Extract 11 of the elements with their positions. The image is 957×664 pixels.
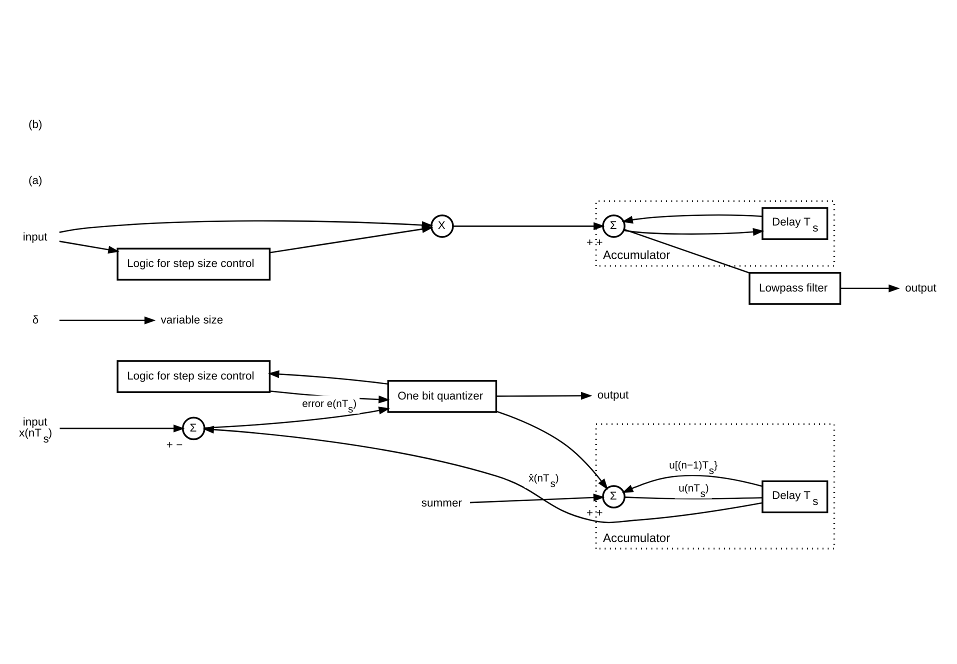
label: (a) [28, 174, 42, 187]
node-text: summer [421, 497, 462, 510]
node-text: variable size [160, 314, 224, 326]
node-text: output [905, 282, 936, 294]
node-label: + − [166, 438, 183, 451]
label: (b) [28, 118, 42, 130]
node-text: input [22, 230, 48, 243]
node-label: + + [586, 507, 603, 520]
node-text: output [597, 389, 629, 402]
node-label: + + [586, 236, 603, 248]
node-text: δ [32, 314, 39, 326]
